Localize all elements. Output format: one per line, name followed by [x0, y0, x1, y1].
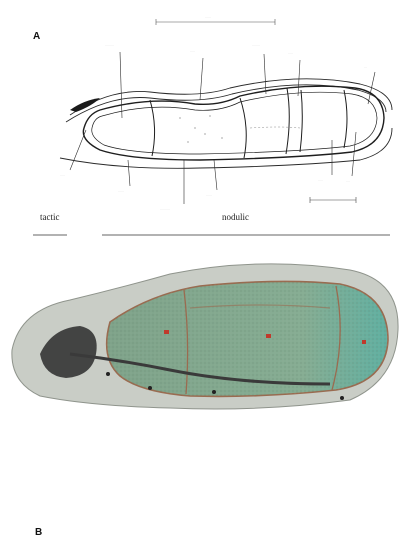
red-marker-3 [362, 340, 366, 344]
leader-line-5 [368, 72, 375, 104]
scale-bracket-top [156, 19, 275, 25]
zone-boundary-4 [300, 90, 302, 152]
zone-boundary-1 [150, 100, 155, 156]
leader-line-6 [70, 130, 86, 170]
faint-callout-5: ··· [364, 65, 367, 69]
leader-line-4 [298, 60, 300, 96]
panel-b-micrograph: B [0, 250, 403, 410]
faint-callout-11: ···· [346, 179, 350, 183]
leader-line-11 [352, 132, 356, 176]
red-marker-2 [266, 334, 271, 338]
outer-envelope-bottom [60, 128, 392, 168]
nodule-capsule [83, 86, 384, 160]
faint-callout-8: ·········· [160, 207, 170, 211]
faint-callout-3: ········ [252, 43, 260, 47]
leader-line-9 [214, 160, 217, 190]
zone-boundary-2 [240, 98, 246, 158]
region-label-right: nodulic [222, 212, 249, 222]
faint-callout-1: ········· [105, 43, 114, 47]
outer-envelope-top [70, 79, 392, 115]
region-label-left: tactic [40, 212, 60, 222]
faint-dimension-label: ······ [205, 15, 211, 19]
faint-callout-10: ····· [318, 178, 323, 182]
scale-bar-small [310, 197, 356, 203]
panel-a-drawing: A ······ [0, 0, 403, 250]
faint-callout-9: ······ [206, 193, 212, 197]
faint-callout-7: ······ [118, 189, 124, 193]
faint-callout-2: ····· [190, 49, 195, 53]
zone-boundary-5 [344, 90, 347, 148]
dashed-inner-line [250, 127, 300, 128]
tissue-section-image [0, 250, 403, 410]
faint-callout-6: ····· [60, 173, 65, 177]
panel-b-letter: B [35, 527, 42, 538]
red-marker-1 [164, 330, 169, 334]
leader-line-7 [128, 160, 130, 186]
outer-envelope-top-2 [66, 85, 386, 122]
nodule-capsule-inner [92, 92, 377, 154]
leader-line-1 [120, 52, 122, 118]
organ-outline-diagram: ······ [0, 0, 403, 250]
faint-callout-4: ····· [288, 51, 293, 55]
zone-boundary-3 [286, 88, 289, 154]
stipple-texture [179, 115, 223, 143]
dark-apical-tip [70, 98, 100, 112]
